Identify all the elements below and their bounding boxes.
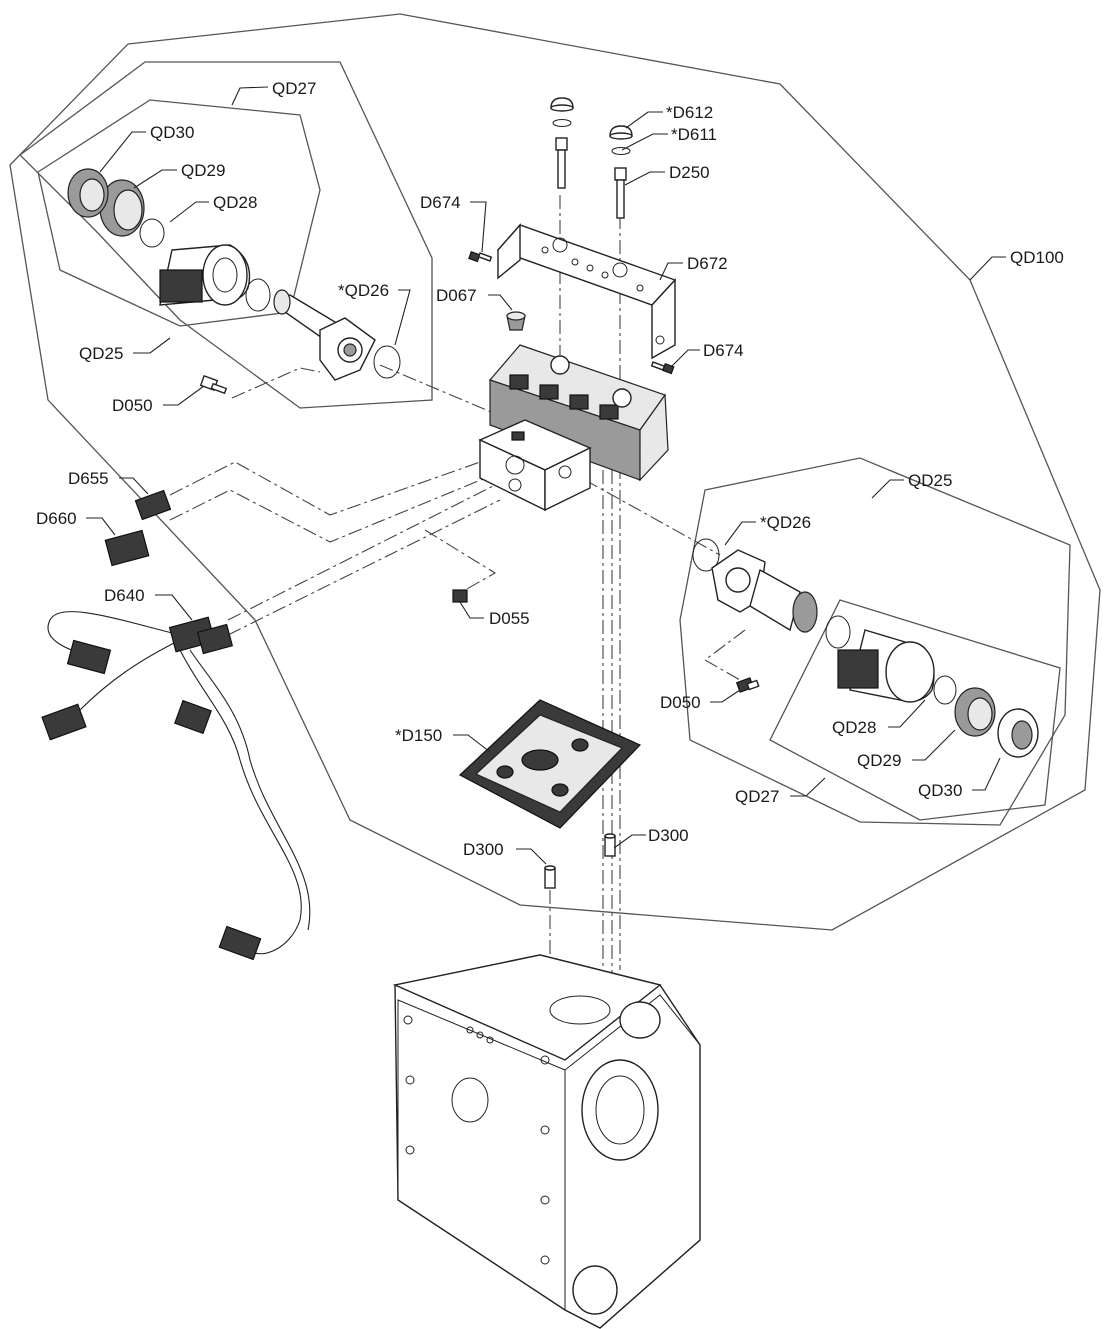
qd27-top-group-outline — [37, 99, 321, 327]
valve-body-block — [488, 344, 669, 482]
assembly-line-connectors-1 — [169, 454, 501, 516]
qd25-top-group-outline — [19, 61, 433, 409]
manifold-block — [478, 419, 592, 512]
label-d300-right: D300 — [648, 826, 689, 845]
label-d300-left: D300 — [463, 840, 504, 859]
assembly-line-d050-right — [704, 629, 746, 681]
assembly-line-d050-left — [231, 367, 321, 399]
plug-d067 — [506, 311, 526, 331]
nut-qd29-left — [99, 179, 145, 237]
label-qd28-right: QD28 — [832, 718, 876, 737]
label-d655: D655 — [68, 469, 109, 488]
label-qd25-right: QD25 — [908, 471, 952, 490]
label-qd26-right: *QD26 — [760, 513, 811, 532]
label-qd28-top: QD28 — [213, 193, 257, 212]
label-d640: D640 — [104, 586, 145, 605]
nut-qd30-right — [997, 708, 1039, 758]
assembly-line-d055 — [424, 529, 497, 591]
label-d050-top: D050 — [112, 396, 153, 415]
qd25-right-group-outline — [679, 457, 1071, 826]
bracket-d672 — [496, 223, 677, 360]
assembly-line-d640-b — [227, 499, 501, 636]
solenoid-qd25-right — [692, 538, 818, 633]
coil-qd28-left — [139, 218, 271, 312]
label-d611: *D611 — [671, 125, 717, 144]
label-qd30-top: QD30 — [150, 123, 194, 142]
label-d674-right: D674 — [703, 341, 744, 360]
label-d250: D250 — [669, 163, 710, 182]
bolt-d250-right — [614, 167, 627, 219]
label-d055: D055 — [489, 609, 530, 628]
screw-d050-right — [735, 677, 760, 693]
solenoid-qd25-left — [273, 289, 401, 381]
screw-d674-top — [468, 251, 493, 263]
qd100-group-outline — [9, 13, 1101, 931]
nut-qd29-right — [954, 687, 996, 737]
label-d612: *D612 — [666, 103, 713, 122]
label-qd29-top: QD29 — [181, 161, 225, 180]
assembly-line-connectors-2 — [169, 469, 506, 543]
label-qd100: QD100 — [1010, 248, 1064, 267]
nut-qd30-left — [67, 168, 109, 218]
label-qd30-right: QD30 — [918, 781, 962, 800]
connector-d655 — [134, 489, 172, 521]
label-qd29-right: QD29 — [857, 751, 901, 770]
cap-d612-right — [609, 125, 633, 155]
label-d150: *D150 — [395, 726, 442, 745]
pin-d300-left — [544, 865, 556, 889]
assembly-line-d640 — [227, 479, 506, 621]
bolt-d250-left — [555, 137, 568, 189]
label-qd27-right: QD27 — [735, 787, 779, 806]
label-qd25-top: QD25 — [79, 344, 123, 363]
label-d660: D660 — [36, 509, 77, 528]
screw-d050-left — [199, 375, 228, 395]
label-d674-top: D674 — [420, 193, 461, 212]
gasket-d150 — [458, 699, 642, 829]
label-qd27-top: QD27 — [272, 79, 316, 98]
coil-qd28-right — [825, 615, 957, 705]
housing — [392, 954, 701, 1329]
label-d067: D067 — [436, 286, 477, 305]
cap-d612-left — [550, 97, 574, 127]
wire-harness-d640 — [41, 611, 311, 961]
connector-d660 — [104, 529, 150, 567]
leader-lines — [86, 86, 1006, 865]
pin-d300-right — [604, 833, 616, 857]
assembly-line-solenoid-left — [379, 364, 511, 421]
label-d672: D672 — [687, 254, 728, 273]
screw-d055 — [452, 589, 468, 603]
screw-d674-right — [650, 361, 675, 375]
label-qd26-top: *QD26 — [338, 281, 389, 300]
label-d050-right: D050 — [660, 693, 701, 712]
